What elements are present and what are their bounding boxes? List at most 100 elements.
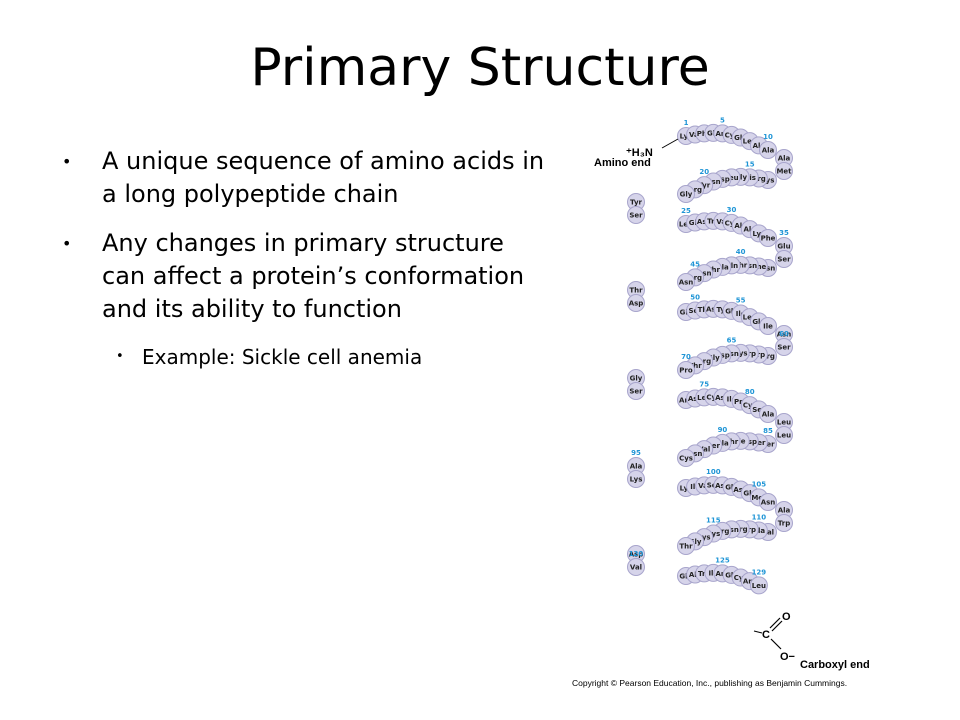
- residue-label: Asn: [742, 262, 757, 270]
- carbonyl-bond: [769, 617, 781, 629]
- residue-number: 25: [681, 207, 691, 215]
- residue-label: Tyr: [698, 182, 711, 190]
- amino-acid-residue: Asp: [627, 294, 645, 312]
- amino-acid-residue: Ala: [759, 141, 777, 159]
- residue-number: 55: [736, 297, 746, 305]
- residue-label: Ser: [707, 442, 721, 450]
- residue-number: 30: [727, 206, 737, 214]
- residue-bead: [677, 537, 695, 555]
- residue-label: Arg: [715, 130, 729, 138]
- residue-label: His: [744, 174, 756, 182]
- residue-label: Leu: [743, 314, 757, 322]
- amino-acid-residue: Met: [775, 162, 793, 180]
- residue-label: Ala: [762, 147, 775, 155]
- residue-number: 95: [631, 449, 641, 457]
- residue-number: 5: [720, 116, 725, 124]
- residue-label: Ser: [777, 256, 791, 264]
- primary-structure-diagram: LysValPheGlyArgCysGluLeuAlaAlaAlaMetLysA…: [594, 116, 870, 671]
- residue-label: Gly: [680, 309, 693, 317]
- residue-number: 1: [684, 119, 689, 127]
- residue-label: Glu: [777, 243, 790, 251]
- residue-label: Lys: [680, 133, 693, 141]
- amino-acid-residue: Leu: [749, 576, 768, 595]
- residue-bead: [627, 470, 645, 488]
- amino-acid-residue: Trp: [775, 514, 793, 532]
- residue-label: Asp: [742, 438, 757, 446]
- residue-label: Arg: [679, 397, 693, 405]
- residue-label: Cys: [743, 402, 757, 410]
- residue-bead: [759, 141, 777, 159]
- residue-label: Ser: [777, 344, 791, 352]
- bullet-item: • A unique sequence of amino acids in a …: [60, 145, 550, 211]
- polypeptide-chain: LysValPheGlyArgCysGluLeuAlaAlaAlaMetLysA…: [627, 123, 793, 595]
- residue-label: Asn: [724, 526, 739, 534]
- residue-number: 20: [699, 168, 709, 176]
- residue-label: Ile: [690, 483, 700, 491]
- residue-label: Ile: [763, 323, 773, 331]
- residue-label: Asn: [688, 395, 703, 403]
- residue-number: 40: [736, 248, 746, 256]
- residue-number: 50: [690, 293, 700, 301]
- residue-label: Arg: [688, 274, 702, 282]
- residue-label: Leu: [777, 419, 791, 427]
- residue-number: 35: [779, 229, 789, 237]
- residue-bead: [775, 250, 793, 268]
- residue-number: 120: [629, 550, 644, 558]
- residue-label: Glu: [734, 134, 747, 142]
- bullet-dot-icon: •: [116, 349, 124, 364]
- residue-label: Leu: [724, 174, 738, 182]
- residue-bead: [627, 558, 645, 576]
- residue-label: Arg: [752, 175, 766, 183]
- residue-label: Met: [751, 494, 767, 502]
- residue-bead: [759, 229, 777, 247]
- residue-label: Trp: [778, 520, 790, 528]
- amino-acid-residue: Phe: [759, 229, 777, 247]
- bullet-dot-icon: •: [62, 152, 72, 171]
- residue-label: Leu: [752, 582, 766, 590]
- n-terminus-label: ⁺H₃N: [626, 147, 653, 159]
- residue-label: Asn: [679, 279, 694, 287]
- residue-label: Ser: [629, 388, 643, 396]
- amino-acid-residue: Asn: [677, 273, 695, 291]
- c-terminus-bond: [753, 630, 763, 634]
- residue-number: 129: [752, 568, 767, 576]
- residue-label: Ala: [716, 263, 729, 271]
- residue-label: Trp: [753, 351, 765, 359]
- residue-label: Lys: [762, 177, 775, 185]
- residue-label: Ala: [753, 527, 766, 535]
- carboxyl-o-bottom: O−: [780, 651, 795, 663]
- residue-label: Cys: [706, 530, 720, 538]
- amino-acid-residue: Leu: [775, 426, 793, 444]
- bullet-list: • A unique sequence of amino acids in a …: [60, 145, 550, 372]
- residue-label: Cys: [706, 393, 720, 401]
- residue-label: Lys: [680, 485, 693, 493]
- residue-number: 115: [706, 517, 721, 525]
- residue-label: Leu: [777, 432, 791, 440]
- residue-number: 105: [752, 480, 767, 488]
- residue-label: Ser: [752, 439, 766, 447]
- residue-label: Cys: [679, 455, 693, 463]
- bullet-dot-icon: •: [62, 234, 72, 253]
- residue-bead: [677, 449, 695, 467]
- residue-number: 65: [727, 336, 737, 344]
- residue-label: Trp: [744, 350, 756, 358]
- residue-label: Thr: [629, 287, 643, 295]
- residue-bead: [759, 405, 777, 423]
- residue-label: Pro: [734, 398, 748, 406]
- amino-acid-residue: Ala: [627, 457, 645, 475]
- residue-bead: [749, 576, 768, 595]
- residue-label: Phe: [751, 263, 766, 271]
- amino-acid-residue: Ser: [627, 382, 645, 400]
- amino-acid-residue: Ser: [775, 250, 793, 268]
- bullet-text: A unique sequence of amino acids in a lo…: [102, 147, 545, 208]
- residue-label: Thr: [679, 543, 693, 551]
- residue-label: Thr: [689, 362, 703, 370]
- residue-label: Arg: [697, 358, 711, 366]
- residue-label: Val: [630, 564, 642, 572]
- residue-number: 80: [745, 388, 755, 396]
- amino-acid-residue: Ser: [775, 338, 793, 356]
- residue-label: Asn: [761, 265, 776, 273]
- residue-number: 85: [763, 427, 773, 435]
- residue-label: Asp: [715, 175, 730, 183]
